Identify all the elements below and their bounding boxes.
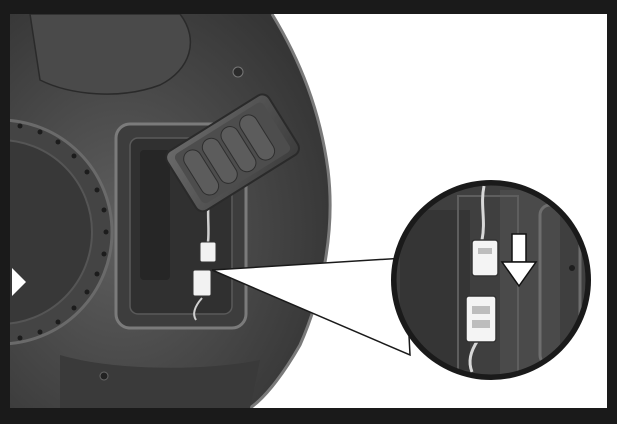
upper-housing [29,13,191,95]
screw-boss [232,66,244,78]
frame-left [0,0,10,424]
compartment-slot [140,150,170,280]
frame-top [0,0,617,14]
arrow-down-icon [500,233,538,288]
lower-wire [193,297,203,321]
connector-socket-icon [192,269,212,297]
magnifier-callout-icon [391,180,591,380]
blade-disc-inner [0,139,93,325]
connector-plug-icon [199,241,217,263]
zoom-connector-socket-icon [465,295,497,343]
battery-pack-icon [165,93,300,213]
lower-housing [60,355,260,408]
body-rim [249,13,332,410]
blade-disc-holes [17,123,109,341]
screw-lower [99,371,109,381]
frame-bottom [0,408,617,424]
white-marker [12,268,26,296]
zoom-connector-plug-icon [471,239,499,277]
frame-right [607,0,617,424]
